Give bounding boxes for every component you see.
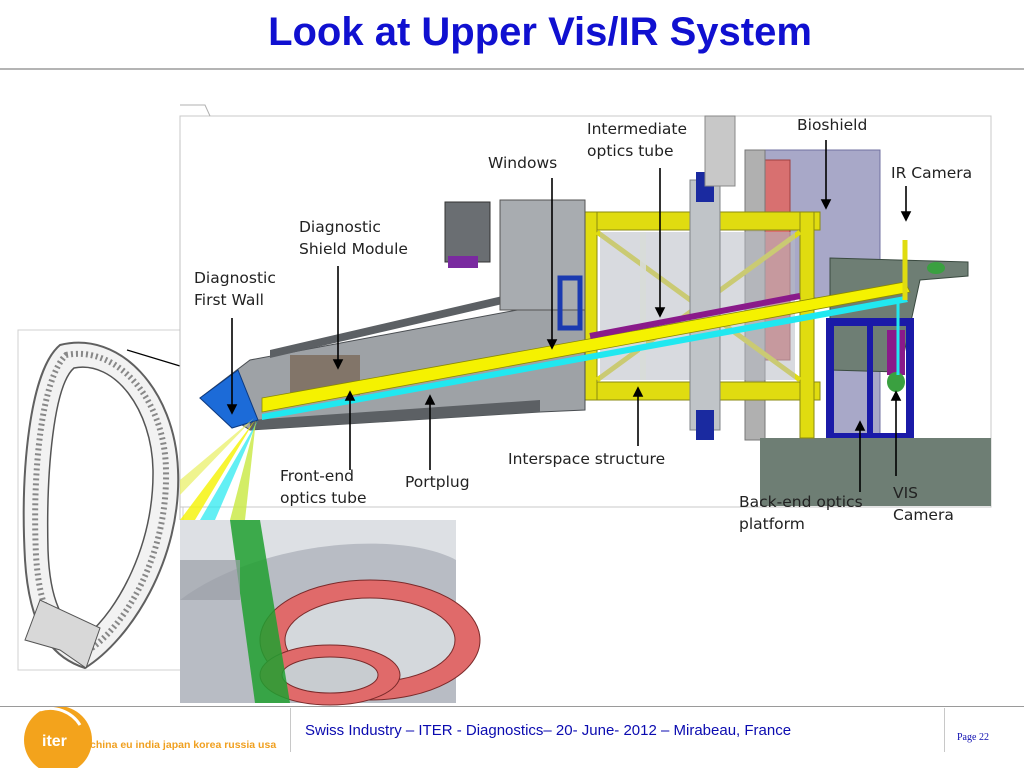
label-windows: Windows: [488, 154, 558, 172]
slide-title: Look at Upper Vis/IR System: [268, 10, 812, 54]
torus-inset: [180, 520, 481, 706]
iter-logo-mark: [24, 706, 92, 768]
footer-separator-right: [944, 708, 945, 752]
iter-logo-word: iter: [42, 733, 67, 750]
footer-caption: Swiss Industry – ITER - Diagnostics– 20-…: [305, 722, 792, 739]
optical-beams: [261, 240, 911, 420]
label-ir-camera: IR Camera: [891, 164, 973, 182]
leader-arrows: [226, 140, 912, 492]
page-number: Page 22: [957, 732, 989, 743]
footer-separator-left: [290, 708, 291, 752]
title-rule: [0, 68, 1024, 70]
viewing-cone: [180, 418, 258, 520]
label-portplug: Portplug: [405, 473, 470, 491]
label-bioshield: Bioshield: [797, 116, 868, 134]
label-interspace-structure: Interspace structure: [508, 450, 666, 468]
iter-members-text: china eu india japan korea russia usa: [90, 739, 277, 751]
vessel-cross-section: [17, 329, 184, 671]
portplug-body: [199, 199, 586, 431]
footer-rule: [0, 706, 1024, 707]
